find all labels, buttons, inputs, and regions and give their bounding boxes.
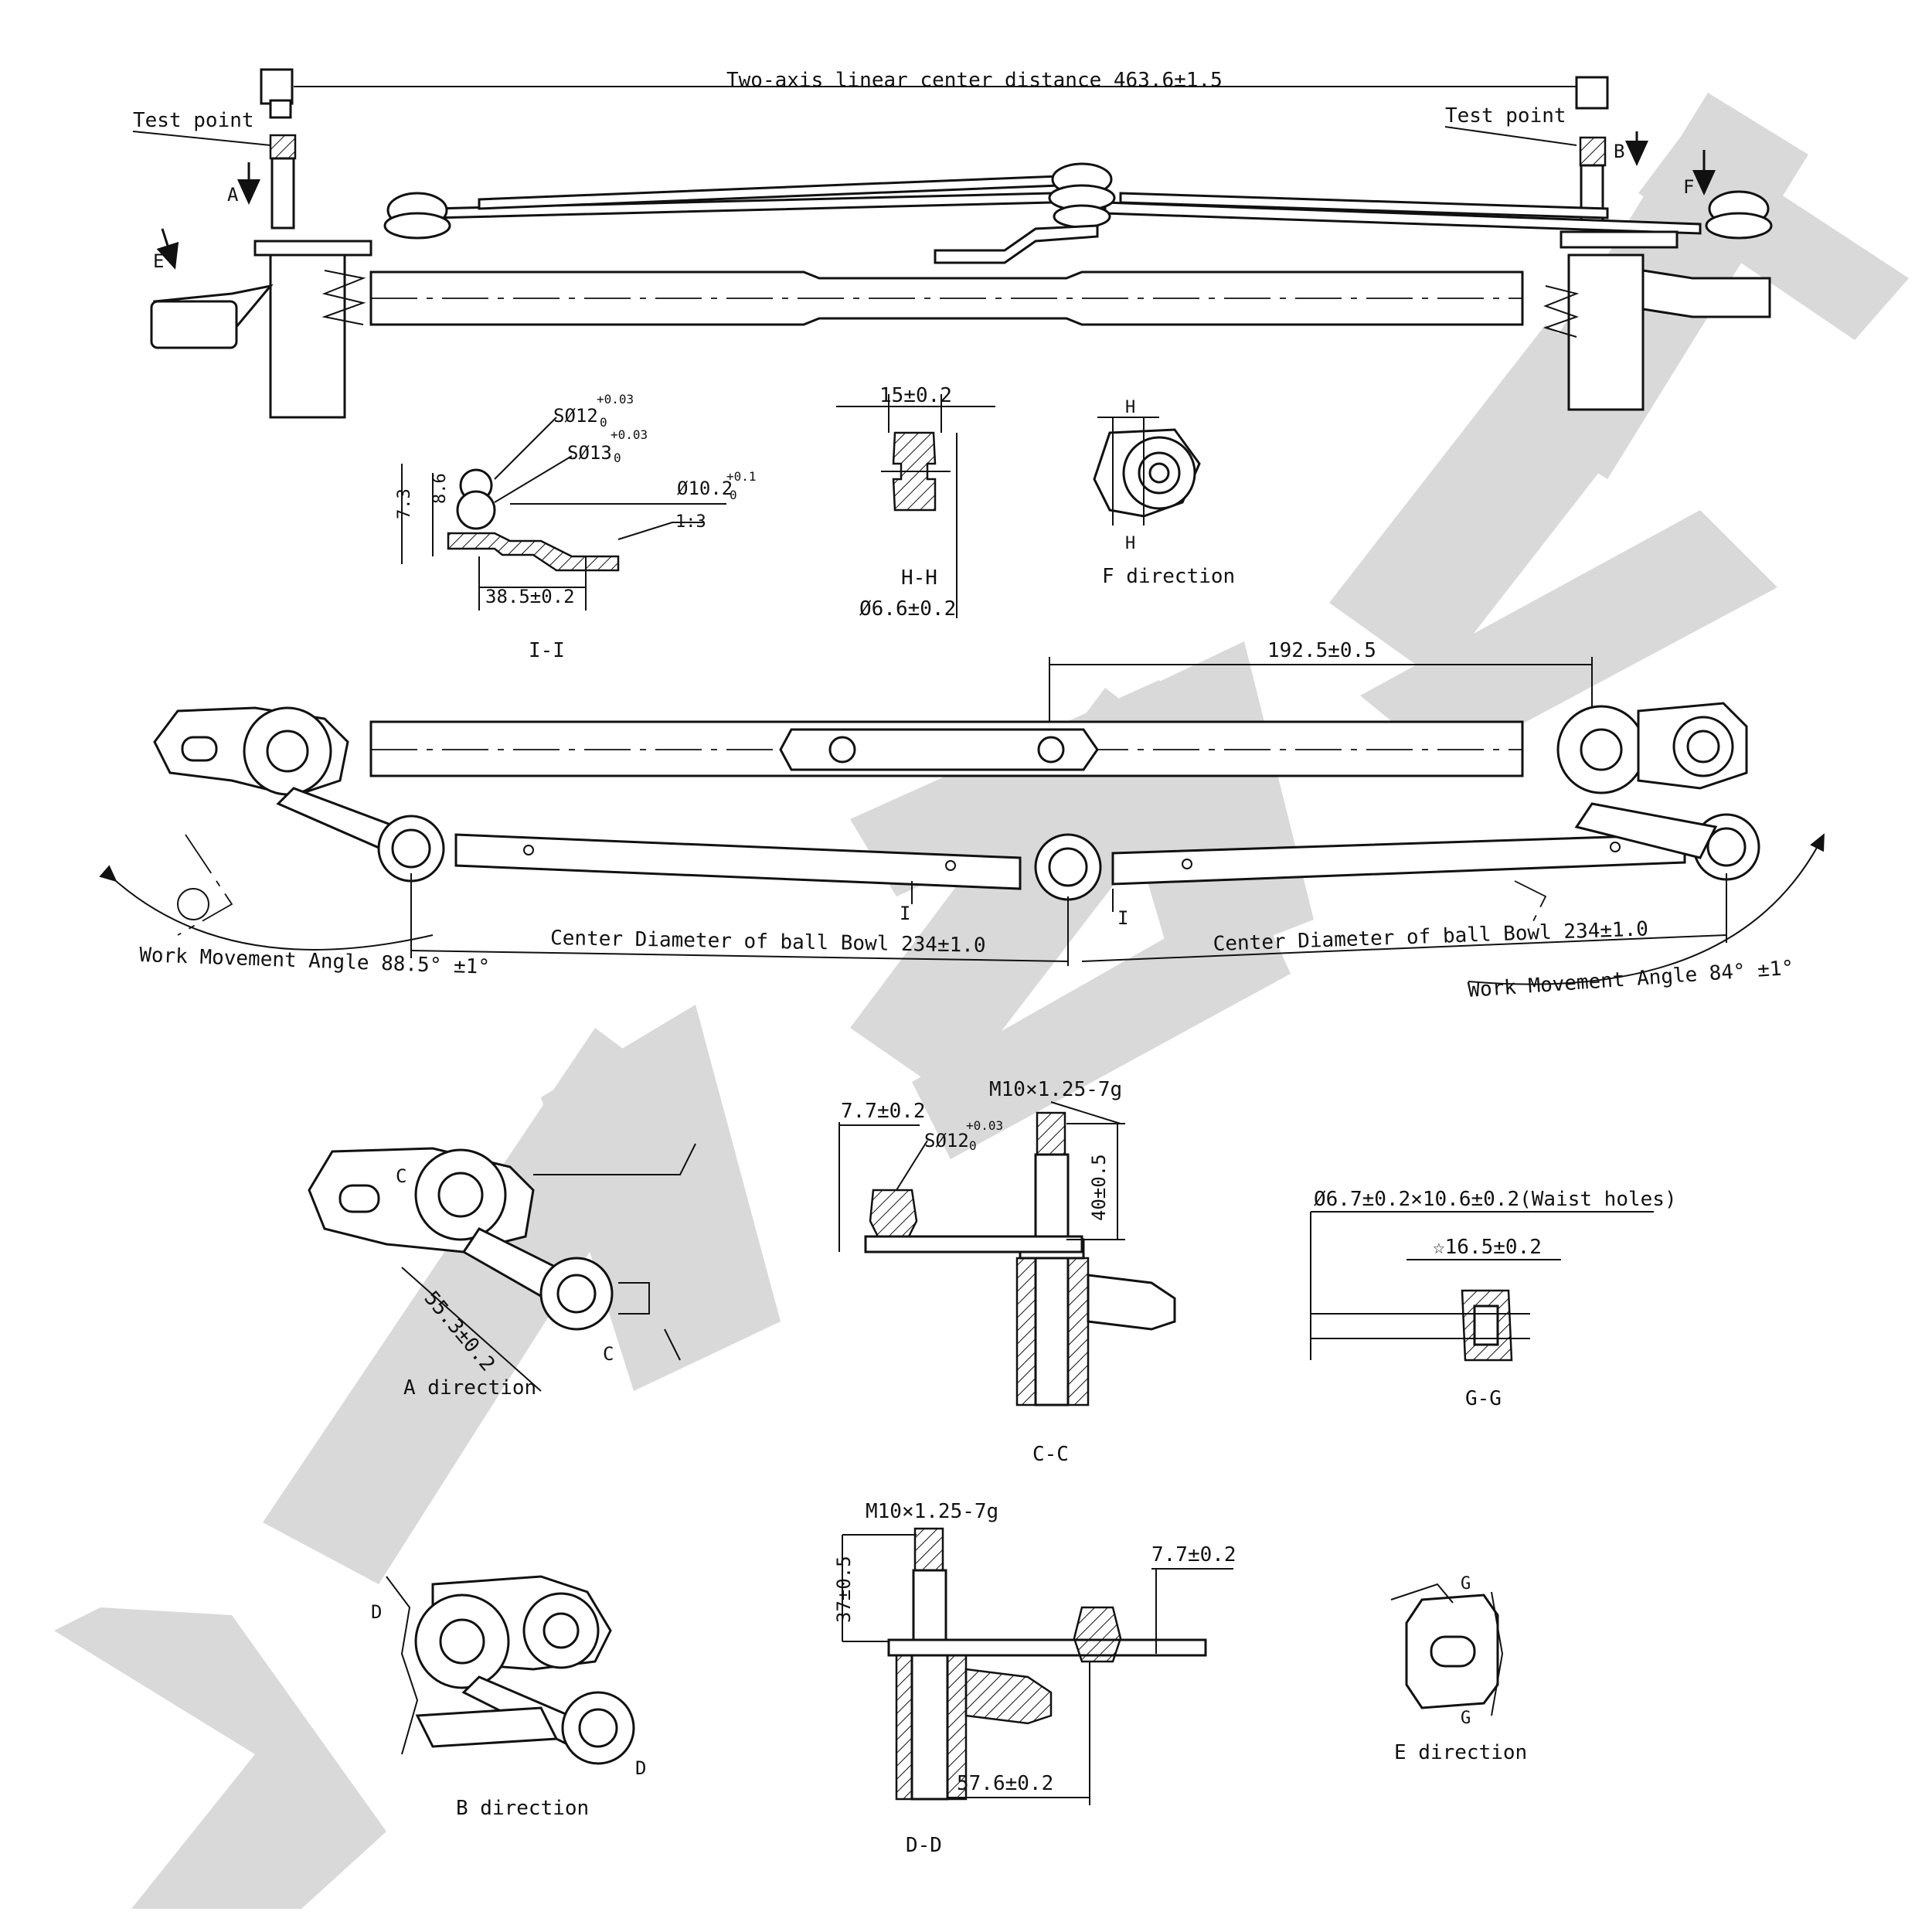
dia-10-2-tol: +0.1 xyxy=(726,469,757,484)
sphere-12-tol-low: 0 xyxy=(600,415,607,430)
dd-dim-37: 37±0.5 xyxy=(833,1556,855,1623)
e-mark-g-top: G xyxy=(1461,1574,1471,1594)
dia-10-2-tol-low: 0 xyxy=(730,488,737,502)
f-direction-title: F direction xyxy=(1102,565,1235,588)
arrow-a-label: A xyxy=(227,184,239,206)
section-d-d-title: D-D xyxy=(906,1834,942,1857)
cc-dim-7-7: 7.7±0.2 xyxy=(841,1100,926,1123)
sphere-12-tol: +0.03 xyxy=(597,392,634,406)
sphere-13-label: SØ13 xyxy=(567,442,612,464)
section-d-d: M10×1.25-7g 37±0.5 7.7±0.2 57.6±0.2 D-D xyxy=(833,1500,1236,1857)
section-h-h: 15±0.2 H-H Ø6.6±0.2 xyxy=(836,384,995,621)
cc-dim-40: 40±0.5 xyxy=(1088,1154,1110,1221)
section-g-g: Ø6.7±0.2×10.6±0.2(Waist holes) ☆16.5±0.2… xyxy=(1310,1188,1677,1410)
section-g-g-title: G-G xyxy=(1465,1387,1502,1410)
b-direction-title: B direction xyxy=(456,1797,589,1820)
b-mark-d-bottom: D xyxy=(635,1757,646,1779)
dim-8-6: 8.6 xyxy=(430,473,450,504)
f-label-h-bottom: H xyxy=(1125,534,1135,553)
gg-dim-16-5: ☆16.5±0.2 xyxy=(1433,1236,1542,1259)
test-point-left-label: Test point xyxy=(133,109,254,132)
taper-label: 1:3 xyxy=(675,512,706,532)
section-c-c-title: C-C xyxy=(1032,1443,1069,1466)
section-mark-right: I xyxy=(1117,907,1128,929)
section-mark-left: I xyxy=(900,903,910,924)
b-direction-view: D D B direction xyxy=(371,1575,646,1820)
cc-sphere-tol: +0.03 xyxy=(966,1118,1003,1133)
a-direction-title: A direction xyxy=(403,1376,536,1400)
front-view: 192.5±0.5 xyxy=(99,639,1825,1002)
dia-10-2-label: Ø10.2 xyxy=(677,478,733,499)
b-mark-d-top: D xyxy=(371,1601,382,1623)
cc-sphere-tol-low: 0 xyxy=(969,1138,977,1153)
f-label-h-top: H xyxy=(1125,398,1135,417)
arrow-b-label: B xyxy=(1614,141,1624,162)
angle-left: Work Movement Angle 88.5° ±1° xyxy=(139,944,491,979)
a-mark-c-bottom: C xyxy=(603,1343,614,1365)
section-c-c: M10×1.25-7g 7.7±0.2 SØ12 +0.03 0 40±0.5 … xyxy=(838,1078,1176,1466)
section-i-i: 8.6 7.3 SØ12 +0.03 0 SØ13 +0.03 0 Ø10.2 … xyxy=(395,392,757,662)
dim-6-6: Ø6.6±0.2 xyxy=(859,597,956,621)
f-direction-view: H H F direction xyxy=(1093,398,1235,588)
angle-right: Work Movement Angle 84° ±1° xyxy=(1467,957,1794,1002)
top-view: Two-axis linear center distance 463.6±1.… xyxy=(132,68,1773,419)
e-direction-view: G G E direction xyxy=(1390,1574,1527,1764)
dd-dim-57-6: 57.6±0.2 xyxy=(957,1772,1053,1795)
dim-15: 15±0.2 xyxy=(879,384,952,407)
cc-sphere: SØ12 xyxy=(924,1130,969,1151)
dd-thread: M10×1.25-7g xyxy=(866,1500,998,1523)
arrow-f-label: F xyxy=(1683,176,1694,198)
ball-bowl-left: Center Diameter of ball Bowl 234±1.0 xyxy=(550,927,986,957)
sphere-13-tol-low: 0 xyxy=(614,451,621,465)
dd-dim-7-7: 7.7±0.2 xyxy=(1151,1543,1236,1566)
arrow-e-label: E xyxy=(153,250,164,272)
section-h-h-title: H-H xyxy=(901,566,937,590)
dim-38-5: 38.5±0.2 xyxy=(485,586,575,607)
sphere-13-tol: +0.03 xyxy=(611,427,648,442)
e-direction-title: E direction xyxy=(1394,1741,1527,1764)
dim-192-5: 192.5±0.5 xyxy=(1267,639,1376,662)
center-distance-label: Two-axis linear center distance 463.6±1.… xyxy=(726,69,1223,92)
dim-7-3: 7.3 xyxy=(395,488,414,519)
e-mark-g-bottom: G xyxy=(1461,1709,1471,1728)
test-point-right-label: Test point xyxy=(1445,104,1566,128)
section-i-i-title: I-I xyxy=(529,639,565,662)
cc-thread: M10×1.25-7g xyxy=(989,1078,1122,1101)
a-mark-c-top: C xyxy=(396,1165,406,1187)
sphere-12-label: SØ12 xyxy=(553,405,598,427)
gg-waist: Ø6.7±0.2×10.6±0.2(Waist holes) xyxy=(1314,1188,1677,1211)
